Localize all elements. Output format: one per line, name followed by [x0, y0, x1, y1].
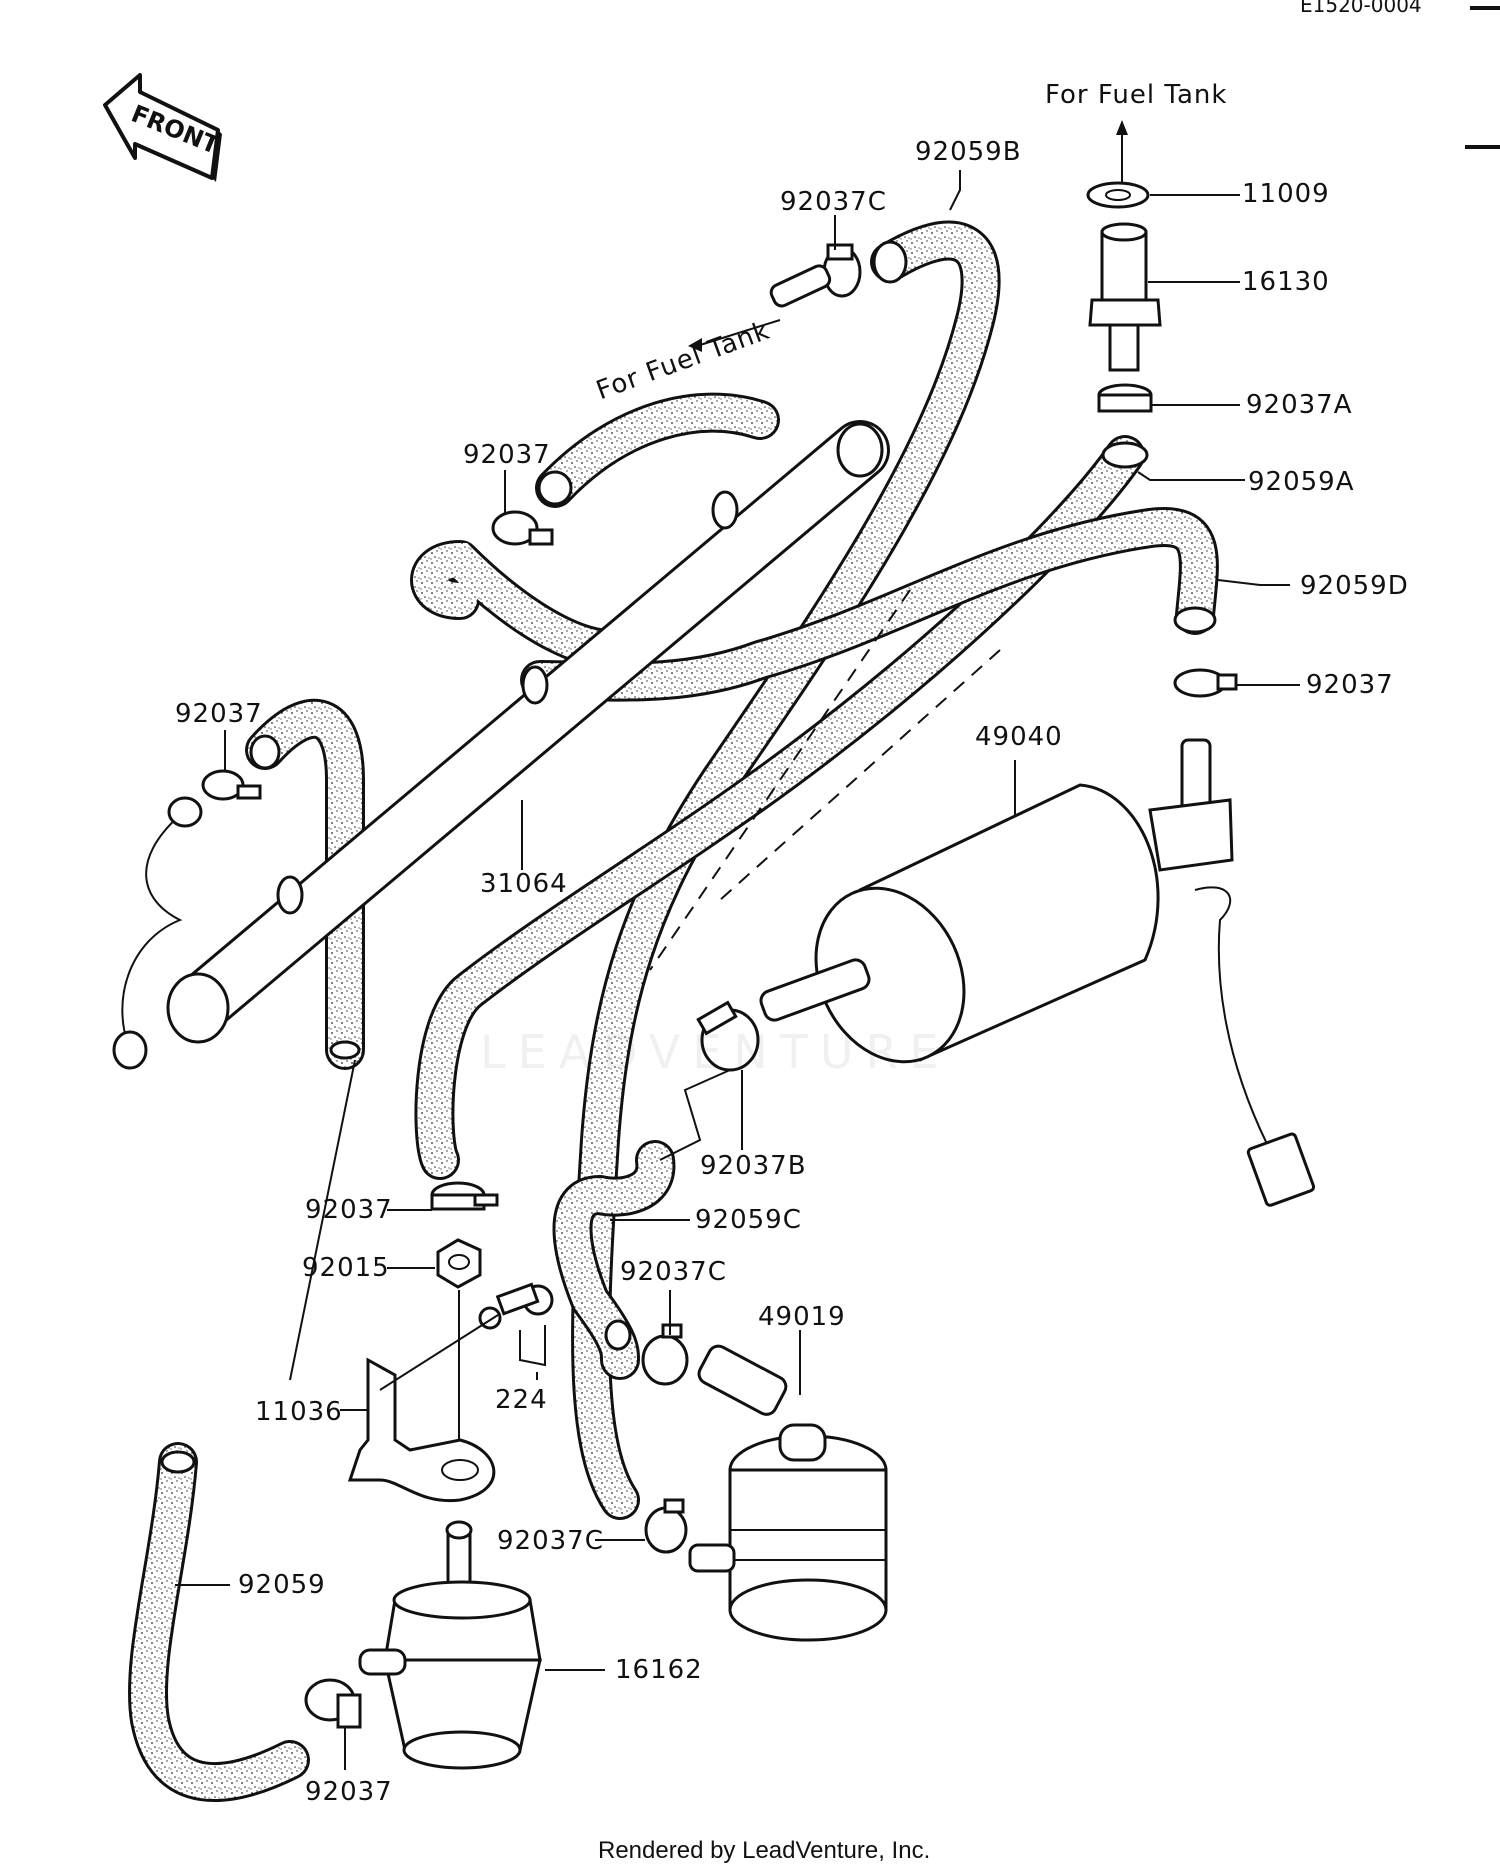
clamp-92037-bottom [304, 1678, 362, 1729]
callout-16162: 16162 [615, 1655, 703, 1685]
fuel-filter-49019 [688, 1344, 888, 1642]
front-arrow: FRONT [103, 73, 223, 182]
callout-92037-left: 92037 [175, 699, 263, 729]
fuel-pump-49040 [759, 738, 1316, 1207]
callout-92037C-top: 92037C [780, 187, 887, 217]
callout-92037-mid: 92037 [463, 440, 551, 470]
pressure-regulator-16162 [358, 1520, 542, 1770]
callout-92059A: 92059A [1248, 467, 1355, 497]
hose-92059D [520, 507, 1219, 702]
watermark: LEADVENTURE [480, 1025, 951, 1079]
nut-92015 [436, 1238, 482, 1289]
dashed-guide [719, 649, 1001, 901]
callout-92037C-low: 92037C [497, 1526, 604, 1556]
clamp-92037C-top [688, 243, 862, 352]
callout-49019: 49019 [758, 1302, 846, 1332]
fuel-tank-arrow-top [1116, 120, 1128, 182]
footer-credit: Rendered by LeadVenture, Inc. [598, 1837, 930, 1864]
washer-11009 [1086, 181, 1150, 209]
washer-11009-hole [1105, 189, 1131, 201]
callout-92037B: 92037B [700, 1151, 807, 1181]
bracket-11036 [347, 1314, 499, 1503]
callout-leaders [175, 170, 1300, 1770]
hose-92059 [128, 1442, 310, 1802]
callout-16130: 16130 [1242, 267, 1330, 297]
fitting-16130 [1088, 222, 1162, 372]
callout-224: 224 [495, 1385, 548, 1415]
clamp-92037C-low [644, 1498, 688, 1554]
clamp-92037C-mid [641, 1323, 689, 1386]
callout-92059B: 92059B [915, 137, 1022, 167]
callout-92037-right: 92037 [1306, 670, 1394, 700]
callout-92037-low: 92037 [305, 1195, 393, 1225]
callout-92015: 92015 [302, 1253, 390, 1283]
hose-92059C [552, 1140, 676, 1380]
hose-left-vertical [245, 698, 366, 1070]
fuel-tank-label-left: For Fuel Tank [592, 316, 774, 407]
callout-92059: 92059 [238, 1570, 326, 1600]
fuel-tank-label-top: For Fuel Tank [1045, 80, 1227, 110]
clamp-92037B [659, 1000, 760, 1161]
drawing-id: E1520-0004 [1300, 0, 1422, 17]
clamp-92037-left [201, 769, 262, 801]
callout-11009: 11009 [1242, 179, 1330, 209]
clamp-92037-mid [491, 510, 554, 546]
callout-92037C-mid: 92037C [620, 1257, 727, 1287]
callout-11036: 11036 [255, 1397, 343, 1427]
clamp-92037-right [1173, 668, 1238, 698]
bolt-224 [478, 1282, 554, 1367]
assembly-leader [289, 1059, 356, 1381]
callout-92037A: 92037A [1246, 390, 1353, 420]
clamp-92037-low [430, 1181, 499, 1211]
dashed-guide [649, 589, 911, 971]
callout-49040: 49040 [975, 722, 1063, 752]
clamp-92037A [1097, 383, 1153, 413]
fuel-rail-31064 [112, 420, 890, 1070]
callout-92059D: 92059D [1300, 571, 1409, 601]
callout-31064: 31064 [480, 869, 568, 899]
callout-92059C: 92059C [695, 1205, 802, 1235]
callout-92037-bottom: 92037 [305, 1777, 393, 1807]
